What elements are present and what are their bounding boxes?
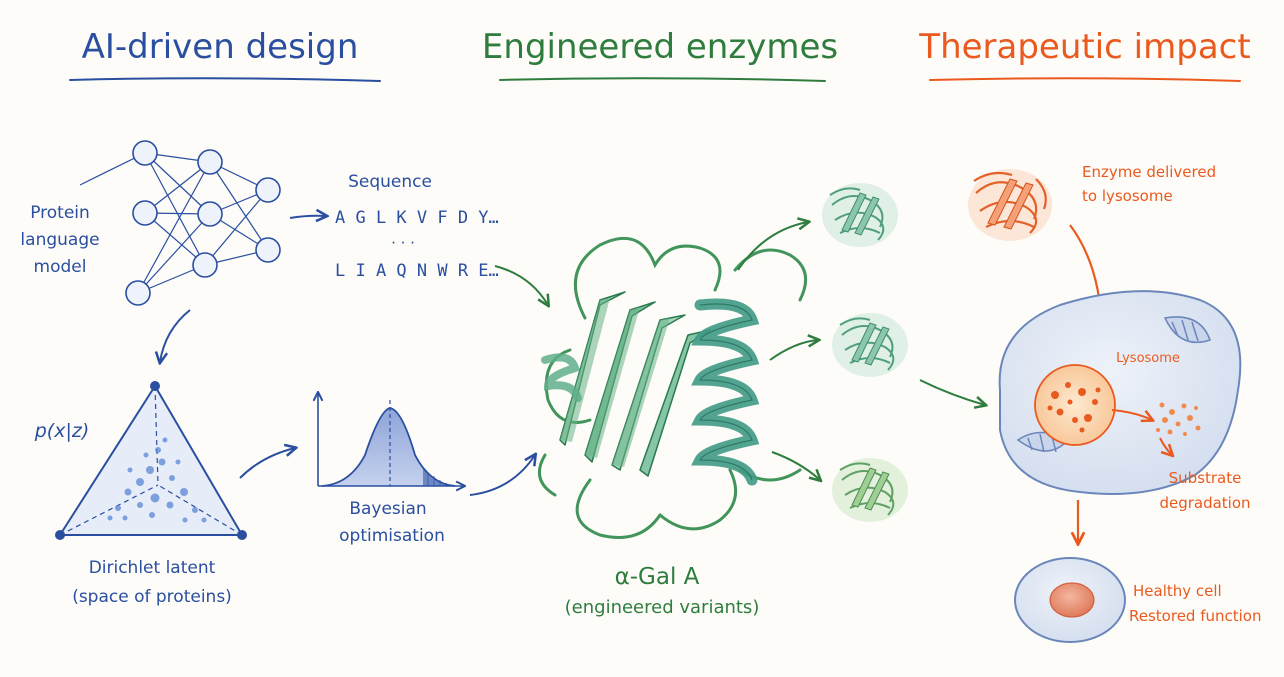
sequence-block: Sequence A G L K V F D Y… · · · L I A Q … <box>335 172 499 281</box>
svg-text:model: model <box>34 257 87 277</box>
svg-text:Restored function: Restored function <box>1129 607 1261 625</box>
svg-text:(space of proteins): (space of proteins) <box>72 587 232 607</box>
svg-text:Enzyme delivered: Enzyme delivered <box>1082 163 1216 181</box>
section-header-ai: AI-driven design <box>69 27 381 82</box>
bayesian-optimisation-plot <box>318 393 464 486</box>
section-title-enzymes: Engineered enzymes <box>482 27 838 67</box>
arrow-lysosome-to-degradation <box>1111 409 1152 420</box>
enzyme-name: α-Gal A <box>615 564 700 590</box>
sequence-line-2: L I A Q N W R E… <box>335 261 499 281</box>
neural-network-icon <box>79 140 281 306</box>
dirichlet-simplex-icon <box>55 381 247 540</box>
delivery-label: Enzyme delivered to lysosome <box>1082 163 1216 205</box>
degradation-label: Substrate degradation <box>1159 469 1250 512</box>
sequence-line-1: A G L K V F D Y… <box>335 208 499 228</box>
svg-text:optimisation: optimisation <box>339 526 445 546</box>
prior-label: p(x|z) <box>34 420 90 442</box>
arrow-sequence-to-enzyme <box>494 265 548 305</box>
lysosome-icon <box>1034 364 1116 446</box>
svg-text:Dirichlet latent: Dirichlet latent <box>89 558 216 578</box>
arrow-simplex-to-bo <box>239 448 295 479</box>
healthy-cell-icon <box>1014 557 1126 643</box>
arrow-enzyme-to-variant-3 <box>771 451 820 480</box>
svg-text:Substrate: Substrate <box>1169 469 1242 487</box>
protein-variant-icon <box>832 313 908 377</box>
svg-text:language: language <box>20 230 99 250</box>
latent-points <box>107 437 207 523</box>
bo-label: Bayesian optimisation <box>339 499 445 546</box>
protein-variant-icon <box>832 458 908 522</box>
degraded-substrate-particles <box>1156 402 1201 436</box>
sequence-title: Sequence <box>348 172 432 192</box>
svg-text:Bayesian: Bayesian <box>349 499 426 519</box>
arrow-variants-to-cell <box>919 379 985 405</box>
delivered-enzyme-icon <box>968 169 1052 241</box>
arrow-degradation-label <box>1159 437 1172 455</box>
simplex-label: Dirichlet latent (space of proteins) <box>72 558 232 607</box>
section-title-therapy: Therapeutic impact <box>918 27 1250 67</box>
protein-structure-icon <box>537 236 808 539</box>
network-label: Protein language model <box>20 203 99 277</box>
outcome-label: Healthy cell Restored function <box>1129 582 1261 625</box>
svg-text:degradation: degradation <box>1159 494 1250 512</box>
protein-variant-icon <box>822 183 898 247</box>
sequence-ellipsis: · · · <box>391 234 415 252</box>
arrow-network-to-simplex <box>160 309 191 362</box>
arrow-network-to-sequence <box>289 216 326 218</box>
section-header-enzymes: Engineered enzymes <box>482 27 838 82</box>
svg-text:Protein: Protein <box>30 203 90 223</box>
cell-icon <box>998 290 1242 495</box>
lysosome-label: Lysosome <box>1116 351 1180 366</box>
arrow-enzyme-to-variant-1 <box>737 222 808 271</box>
section-header-therapy: Therapeutic impact <box>918 27 1251 82</box>
section-title-ai: AI-driven design <box>82 27 359 67</box>
svg-text:to lysosome: to lysosome <box>1082 187 1173 205</box>
svg-text:Healthy cell: Healthy cell <box>1133 582 1222 600</box>
enzyme-subtitle: (engineered variants) <box>565 597 760 618</box>
arrow-enzyme-to-variant-2 <box>769 340 818 361</box>
enzyme-label: α-Gal A (engineered variants) <box>565 564 760 618</box>
arrow-bo-to-enzyme <box>469 455 535 496</box>
